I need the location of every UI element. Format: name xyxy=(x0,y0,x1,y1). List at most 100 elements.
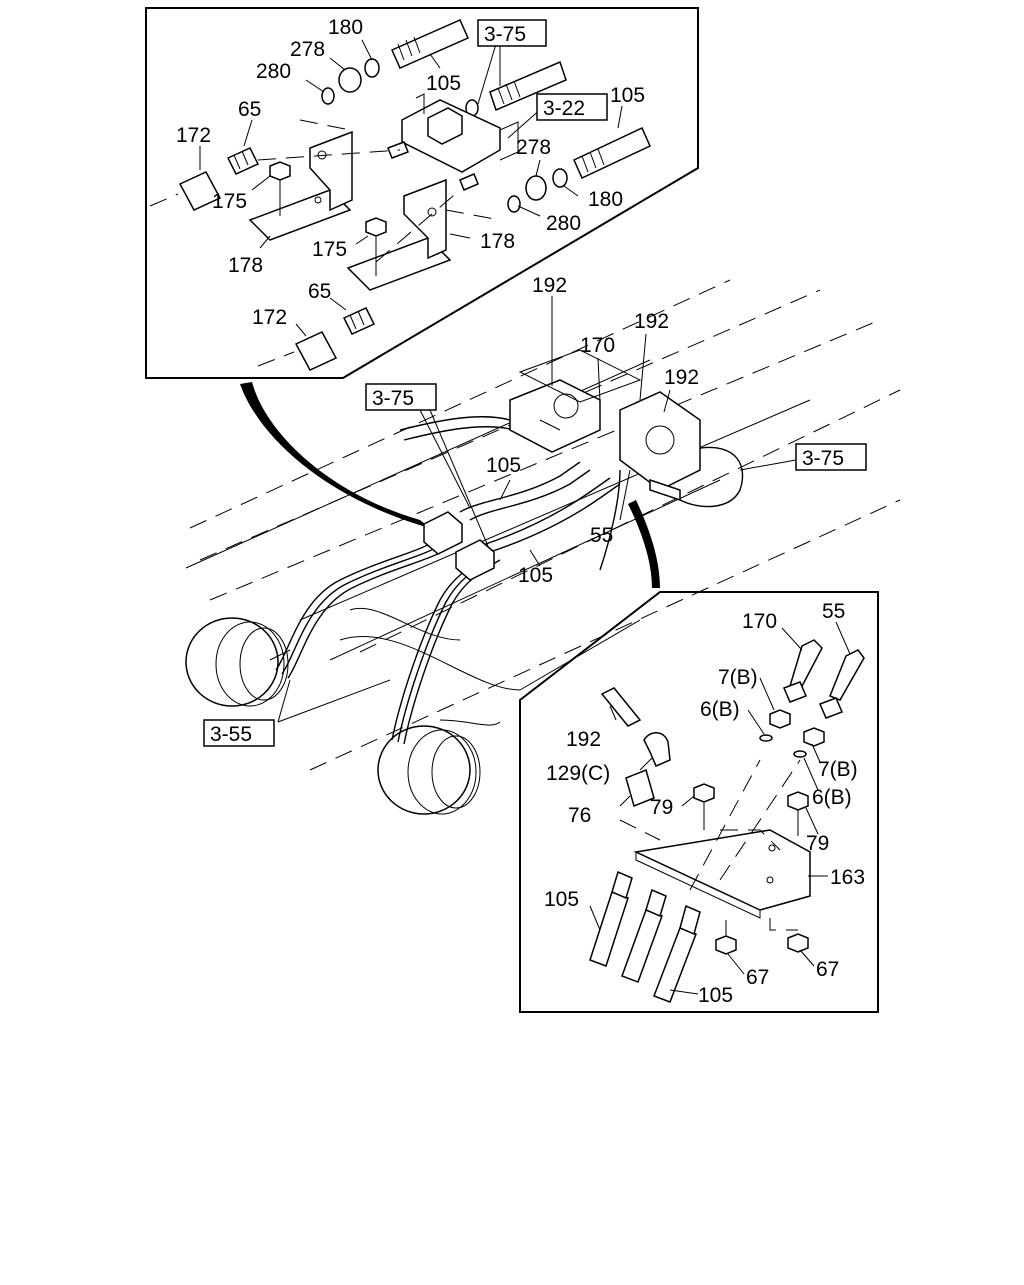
main-leaders xyxy=(277,296,797,723)
label-65-lower: 65 xyxy=(308,280,331,303)
bracket-178-lower xyxy=(346,178,452,291)
top-leaders xyxy=(199,39,623,337)
label-180-upper: 180 xyxy=(328,16,363,39)
pipe-192 xyxy=(600,687,642,727)
label-79-left: 79 xyxy=(650,796,673,819)
label-192-c: 192 xyxy=(664,366,699,389)
label-105-upper: 105 xyxy=(426,72,461,95)
label-3-75-main: 3-75 xyxy=(372,387,414,410)
label-278-right: 278 xyxy=(516,136,551,159)
bracket-178-upper xyxy=(248,130,353,241)
bolt-79-left xyxy=(693,783,715,830)
label-175-upper: 175 xyxy=(212,190,247,213)
washer-280-right xyxy=(507,195,521,213)
washer-180-right xyxy=(552,168,568,188)
bottom-assembly-lines xyxy=(619,759,801,936)
callout-arrow-bottom xyxy=(628,500,660,588)
bottom-inset: 170 55 7(B) 6(B) 192 129(C) 7(B) 6(B) 79… xyxy=(519,591,879,1013)
label-170: 170 xyxy=(580,334,615,357)
valve-assembly-center xyxy=(509,379,601,453)
tube-170 xyxy=(783,639,823,703)
bolt-79-right xyxy=(787,791,809,836)
connector-65-upper xyxy=(226,147,260,175)
label-192-inset: 192 xyxy=(566,728,601,751)
label-175-lower: 175 xyxy=(312,238,347,261)
nut-278-right xyxy=(525,175,547,201)
hose-105-upper xyxy=(391,19,469,69)
label-172-lower: 172 xyxy=(252,306,287,329)
label-67-right: 67 xyxy=(816,958,839,981)
ref-box-3-75-main xyxy=(365,383,437,411)
connector-65-lower xyxy=(342,307,376,335)
connector-172-upper xyxy=(178,171,222,211)
washer-180 xyxy=(364,58,380,78)
label-180-right: 180 xyxy=(588,188,623,211)
valve-assembly-left xyxy=(423,511,495,581)
valve-bracket-main xyxy=(518,349,642,403)
label-3-75-top: 3-75 xyxy=(484,23,526,46)
coupler-76 xyxy=(625,768,655,808)
label-178-lower: 178 xyxy=(480,230,515,253)
label-163: 163 xyxy=(830,866,865,889)
main-view: 192 192 170 192 3-75 3-75 105 55 105 3-5… xyxy=(185,274,901,815)
label-280-upper: 280 xyxy=(256,60,291,83)
bracket-163 xyxy=(633,829,811,919)
ref-box-3-75-top xyxy=(477,19,547,47)
ref-box-3-22 xyxy=(536,93,608,121)
label-3-22: 3-22 xyxy=(543,97,585,120)
label-76: 76 xyxy=(568,804,591,827)
label-7b-lower: 7(B) xyxy=(818,758,858,781)
ref-box-3-55 xyxy=(203,719,275,747)
hose-105-c xyxy=(653,904,701,1003)
hose-105-a xyxy=(589,870,633,967)
valve-block xyxy=(387,93,519,191)
bottom-leaders xyxy=(589,621,851,995)
top-inset-frame xyxy=(145,7,699,379)
label-129c: 129(C) xyxy=(546,762,610,785)
sleeve-6b-left xyxy=(759,734,773,742)
label-105-main-lower: 105 xyxy=(518,564,553,587)
label-67-left: 67 xyxy=(746,966,769,989)
hose-105-right xyxy=(573,126,651,180)
label-55-main: 55 xyxy=(590,524,613,547)
connector-172-lower xyxy=(294,331,338,371)
label-3-75-right: 3-75 xyxy=(802,447,844,470)
label-280-right: 280 xyxy=(546,212,581,235)
brake-chamber-left xyxy=(185,617,291,707)
elbow-129c xyxy=(643,732,671,767)
label-79-right: 79 xyxy=(806,832,829,855)
valve-assembly-right xyxy=(619,391,701,502)
label-105-inset-bottom: 105 xyxy=(698,984,733,1007)
nut-67-right xyxy=(787,933,809,953)
label-7b-upper: 7(B) xyxy=(718,666,758,689)
nut-7b-left xyxy=(769,709,791,729)
label-3-55: 3-55 xyxy=(210,723,252,746)
ref-box-3-75-right xyxy=(795,443,867,471)
label-105-inset-left: 105 xyxy=(544,888,579,911)
label-105-right: 105 xyxy=(610,84,645,107)
label-192-a: 192 xyxy=(532,274,567,297)
top-inset: 180 278 280 105 3-75 3-22 105 65 172 278… xyxy=(145,7,699,379)
hose-105-b xyxy=(621,888,667,983)
brake-chamber-right xyxy=(377,725,481,815)
label-6b-upper: 6(B) xyxy=(700,698,740,721)
nut-7b-right xyxy=(803,727,825,747)
label-178-upper: 178 xyxy=(228,254,263,277)
hose-105-middle xyxy=(489,60,567,112)
tube-55 xyxy=(819,649,865,719)
label-55-inset: 55 xyxy=(822,600,845,623)
washer-280 xyxy=(321,87,335,105)
label-170-inset: 170 xyxy=(742,610,777,633)
nut-278 xyxy=(338,67,362,93)
bolt-175-lower xyxy=(365,217,387,276)
nut-67-left xyxy=(715,935,737,955)
sleeve-6b-right xyxy=(793,750,807,758)
bottom-inset-frame xyxy=(519,591,879,1013)
label-278-upper: 278 xyxy=(290,38,325,61)
label-172-upper: 172 xyxy=(176,124,211,147)
label-192-b: 192 xyxy=(634,310,669,333)
label-65-upper: 65 xyxy=(238,98,261,121)
brake-lines xyxy=(275,416,744,745)
